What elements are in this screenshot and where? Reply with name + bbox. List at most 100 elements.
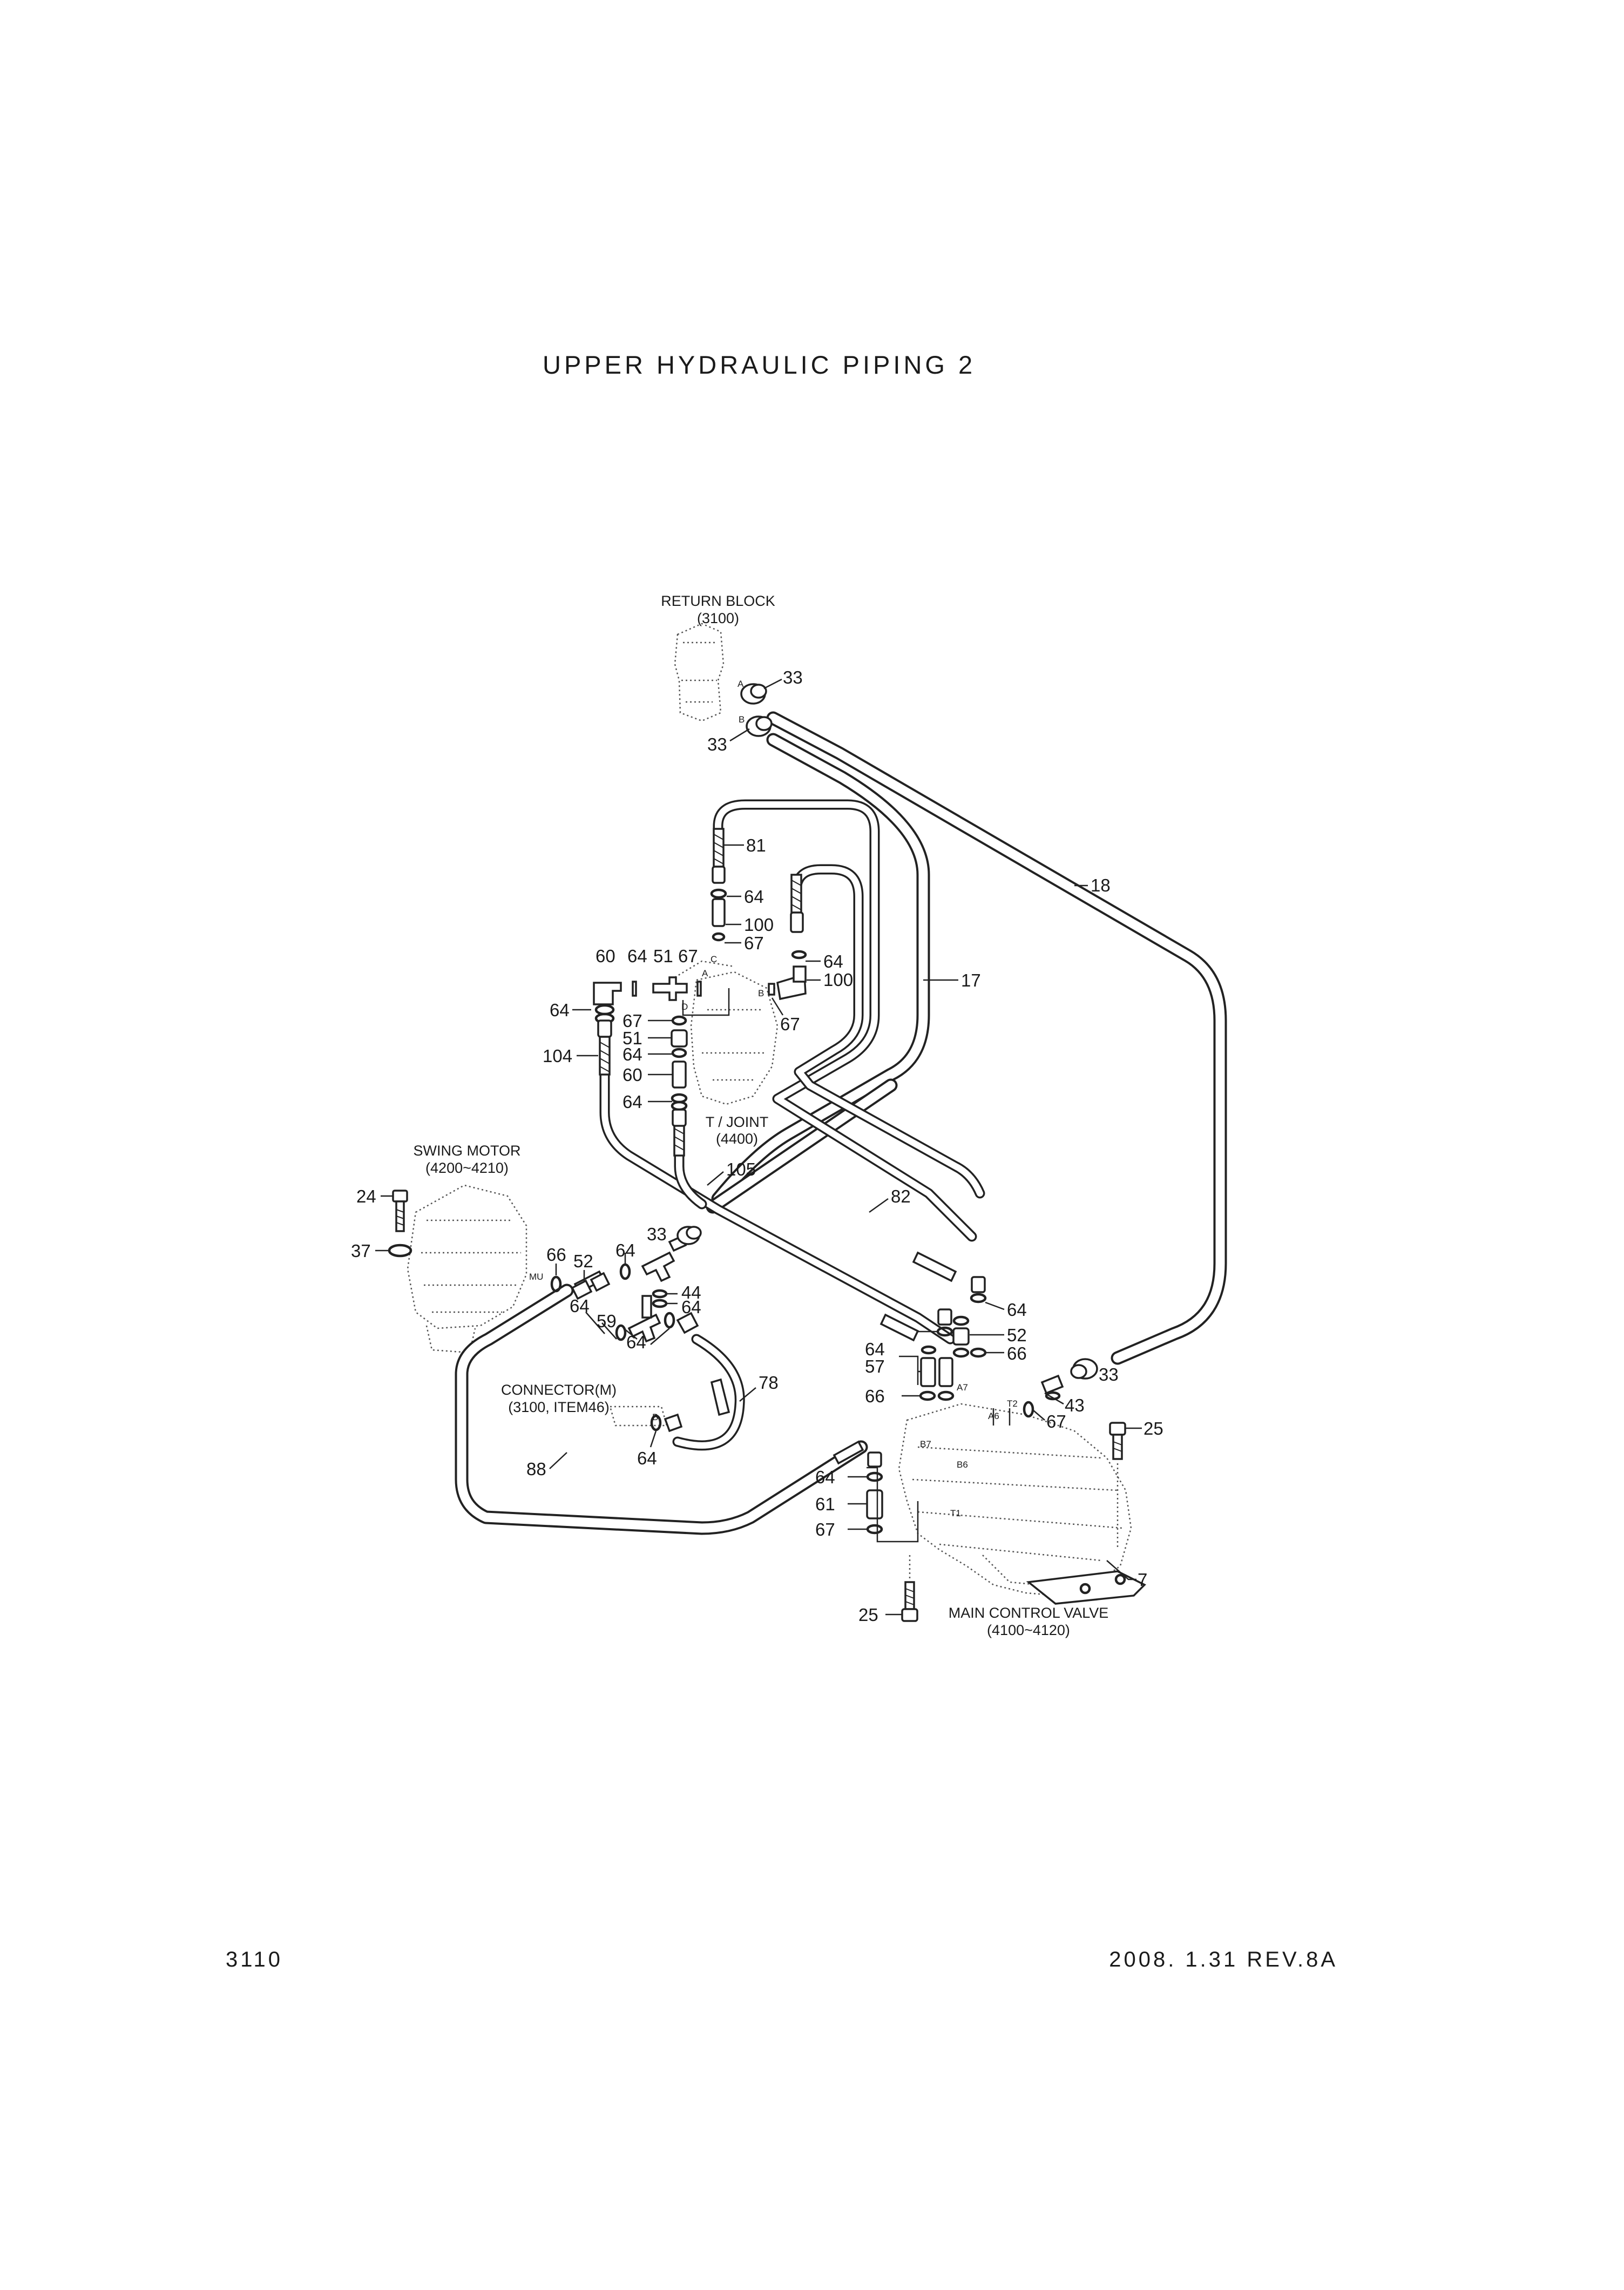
part-67-elbow: 67	[780, 1014, 800, 1034]
hose-104	[599, 1053, 956, 1345]
hose-81	[713, 799, 977, 1242]
part-64-hose: 64	[744, 887, 764, 907]
part-88: 88	[526, 1459, 546, 1479]
top-row-fittings	[593, 976, 702, 1005]
part-33-right: 33	[1099, 1364, 1119, 1384]
part-64-stack-b: 64	[622, 1092, 642, 1112]
port-mcv-t2: T2	[1007, 1399, 1018, 1409]
part-33-mid: 33	[707, 734, 727, 754]
leader-lines	[375, 678, 1142, 1616]
part-64-sm2: 64	[570, 1296, 590, 1316]
fitting-stack-81	[710, 866, 727, 942]
part-67-stack: 67	[622, 1011, 642, 1031]
part-64-cm: 64	[637, 1448, 657, 1468]
part-51-top: 51	[653, 946, 673, 966]
pipe-18	[766, 711, 1227, 1365]
part-66-mcv-l: 66	[865, 1386, 885, 1406]
part-64-stack-a: 64	[622, 1044, 642, 1064]
svg-text:(4400): (4400)	[716, 1131, 758, 1147]
elbow-100	[768, 911, 807, 1001]
part-61: 61	[815, 1494, 835, 1514]
bolt-25-right	[1109, 1422, 1126, 1550]
flange-33-right	[1070, 1358, 1098, 1380]
part-44: 44	[681, 1282, 701, 1302]
hose-105-upper	[674, 1131, 707, 1210]
svg-text:(3100): (3100)	[697, 610, 739, 626]
main-control-valve-outline	[898, 1403, 1146, 1605]
part-57: 57	[865, 1356, 885, 1376]
part-60-top: 60	[596, 946, 615, 966]
swing-motor-caption: SWING MOTOR (4200~4210)	[414, 1143, 521, 1176]
part-64-mcv-l: 64	[865, 1339, 885, 1359]
part-64-mid: 64	[626, 1332, 646, 1352]
washer-37	[388, 1244, 412, 1258]
port-cm-b: B	[652, 1412, 658, 1422]
adapter-43	[1040, 1374, 1064, 1401]
part-78: 78	[759, 1373, 779, 1393]
port-mcv-t1: T1	[950, 1508, 961, 1518]
part-37: 37	[351, 1241, 371, 1261]
part-25-bottom: 25	[858, 1605, 878, 1625]
part-64-elbow: 64	[823, 951, 843, 971]
flange-33-mid	[746, 715, 773, 737]
svg-text:CONNECTOR(M): CONNECTOR(M)	[501, 1382, 617, 1398]
part-64-sm: 64	[615, 1240, 635, 1260]
main-control-valve-caption: MAIN CONTROL VALVE (4100~4120)	[949, 1605, 1109, 1638]
bolt-25-bottom	[901, 1555, 918, 1622]
port-mcv-a7: A7	[957, 1382, 968, 1393]
part-52-mcv: 52	[1007, 1325, 1027, 1345]
oring-67-right	[1023, 1401, 1034, 1418]
part-17: 17	[961, 970, 981, 990]
flange-33-top	[740, 683, 767, 705]
svg-text:(3100, ITEM46): (3100, ITEM46)	[508, 1399, 610, 1415]
part-64-tee: 64	[681, 1297, 701, 1317]
part-81: 81	[746, 835, 766, 855]
port-tj-d: D	[681, 1002, 688, 1012]
part-52-sm: 52	[573, 1251, 593, 1271]
part-105: 105	[726, 1159, 756, 1179]
part-104: 104	[543, 1046, 572, 1066]
hose-82	[791, 864, 985, 1199]
part-33-top: 33	[783, 667, 803, 687]
connector-fitting-64	[650, 1413, 683, 1433]
pipe-88	[455, 1284, 868, 1535]
revision-date: 2008. 1.31 REV.8A	[1109, 1948, 1338, 1971]
pipe-105	[706, 1078, 898, 1214]
part-51-stack: 51	[622, 1028, 642, 1048]
return-block-outline	[674, 623, 725, 722]
part-18: 18	[1091, 875, 1111, 895]
part-66-mcv-r: 66	[1007, 1343, 1027, 1363]
svg-text:(4200~4210): (4200~4210)	[425, 1160, 509, 1176]
fitting-64-left	[594, 1004, 615, 1038]
pipe-17	[711, 733, 930, 1206]
svg-text:RETURN BLOCK: RETURN BLOCK	[661, 593, 775, 609]
svg-text:MAIN CONTROL VALVE: MAIN CONTROL VALVE	[949, 1605, 1109, 1621]
part-25-right: 25	[1143, 1418, 1163, 1438]
part-24: 24	[356, 1186, 376, 1206]
port-rb-a: A	[737, 679, 744, 689]
swing-motor-outline	[407, 1184, 527, 1354]
port-tj-c: C	[710, 954, 717, 964]
part-82: 82	[891, 1186, 911, 1206]
part-64-mcv-r: 64	[1007, 1300, 1027, 1320]
mcv-lower-stack	[866, 1451, 883, 1535]
port-rb-b: B	[739, 714, 745, 725]
part-numbers: 33 33 18 17 81 64 100 67 64 100 67 60 64…	[351, 667, 1163, 1625]
t-joint-outline	[674, 960, 779, 1105]
hose-braid-marks	[573, 828, 957, 1465]
return-block-caption: RETURN BLOCK (3100)	[661, 593, 775, 626]
port-sm-mu: MU	[529, 1272, 543, 1282]
center-stack	[671, 1015, 688, 1127]
mcv-right-stack	[952, 1276, 987, 1358]
part-64-top: 64	[627, 946, 647, 966]
part-33-lower: 33	[647, 1224, 667, 1244]
t-joint-caption: T / JOINT (4400)	[706, 1114, 769, 1147]
part-43: 43	[1065, 1395, 1085, 1415]
svg-text:(4100~4120): (4100~4120)	[987, 1622, 1070, 1638]
tee-59	[615, 1295, 699, 1343]
hose-78	[672, 1334, 745, 1451]
part-66-sm: 66	[546, 1245, 566, 1265]
port-tj-a: A	[702, 968, 708, 978]
port-mcv-b6: B6	[957, 1460, 968, 1470]
part-67-top: 67	[678, 946, 698, 966]
